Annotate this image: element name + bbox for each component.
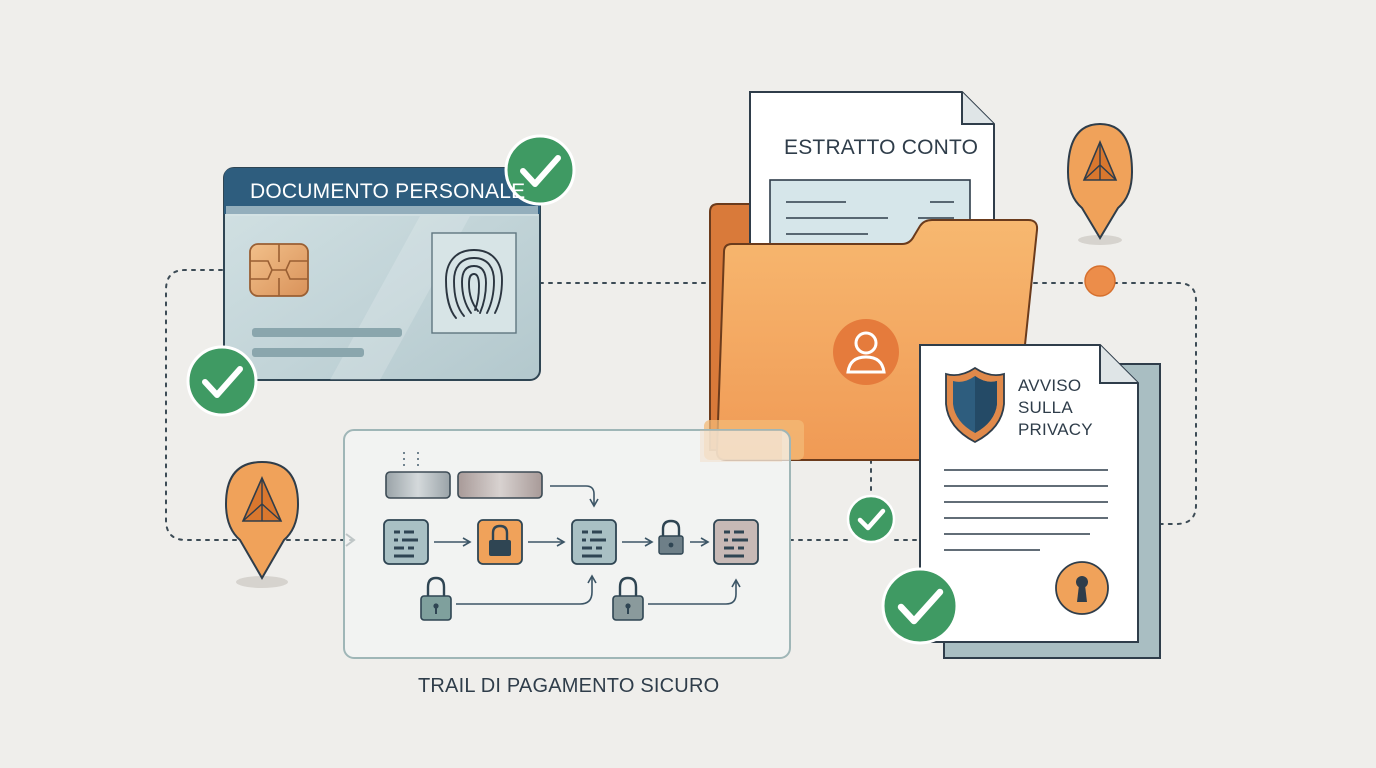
keyhole-icon: [1055, 561, 1109, 615]
data-bar: [457, 471, 543, 499]
dotted-connectors: [165, 269, 1197, 541]
data-bar: [385, 471, 451, 499]
connector-node: [1084, 265, 1116, 297]
encrypted-block-icon: [383, 519, 429, 565]
check-icon: [186, 345, 258, 417]
user-icon: [833, 319, 899, 385]
fingerprint-icon: [431, 232, 517, 334]
id-card: [223, 167, 541, 381]
id-card-title: DOCUMENTO PERSONALE: [250, 180, 526, 203]
check-icon: [504, 134, 576, 206]
chip-icon: [249, 243, 309, 297]
lock-icon: [477, 519, 523, 565]
privacy-notice-title-line-3: PRIVACY: [1018, 420, 1093, 439]
warning-pin-icon: [1066, 122, 1134, 245]
encrypted-block-icon: [571, 519, 617, 565]
privacy-notice-title-line-2: SULLA: [1018, 398, 1073, 417]
payment-trail-panel: [343, 429, 791, 659]
privacy-notice-title-line-1: AVVISO: [1018, 376, 1082, 395]
shield-icon: [945, 366, 1005, 444]
privacy-notice-document: [919, 344, 1161, 659]
encrypted-block-icon: [713, 519, 759, 565]
check-icon: [846, 494, 896, 544]
lock-icon: [612, 576, 644, 621]
payment-trail-caption: TRAIL DI PAGAMENTO SICURO: [418, 675, 720, 697]
lock-icon: [420, 576, 452, 621]
check-icon: [881, 567, 959, 645]
lock-icon: [658, 519, 684, 555]
warning-pin-icon: [224, 460, 300, 588]
bank-statement-title: ESTRATTO CONTO: [784, 136, 979, 159]
